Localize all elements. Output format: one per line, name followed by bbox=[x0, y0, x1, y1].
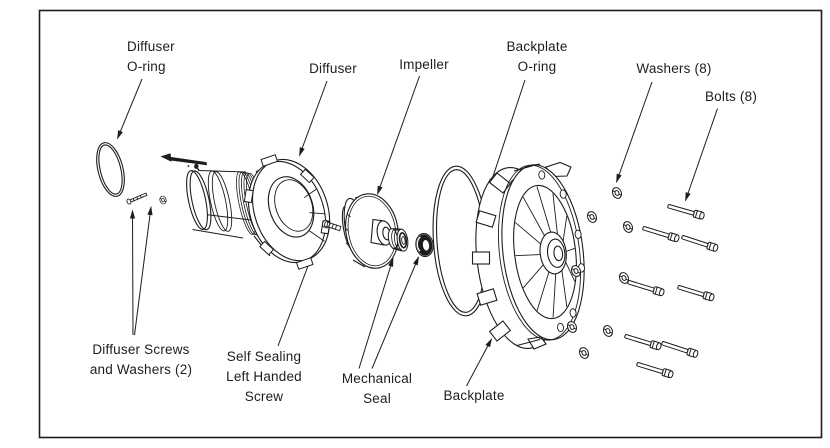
figure-border bbox=[38, 9, 823, 439]
leader-diffuser-oring bbox=[117, 78, 143, 140]
label-diffuser-screws: Diffuser Screws and Washers (2) bbox=[89, 342, 193, 377]
leader-mech-seal-seat bbox=[371, 256, 419, 369]
leader-washers bbox=[616, 81, 653, 183]
label-bolts: Bolts (8) bbox=[704, 89, 758, 104]
leader-diffuser-washer bbox=[134, 206, 153, 336]
label-backplate: Backplate bbox=[443, 388, 505, 403]
label-backplate-oring: Backplate O-ring bbox=[506, 39, 568, 74]
tiny-screw-part bbox=[187, 163, 202, 174]
impeller-part bbox=[341, 193, 399, 269]
leader-bolts bbox=[685, 108, 718, 202]
leader-impeller bbox=[377, 75, 420, 195]
backplate-part bbox=[471, 161, 585, 350]
mechanical-seal-part bbox=[387, 228, 434, 258]
label-self-sealing-screw: Self Sealing Left Handed Screw bbox=[226, 349, 302, 404]
leader-lines bbox=[117, 75, 718, 387]
label-impeller: Impeller bbox=[399, 57, 449, 72]
label-washers: Washers (8) bbox=[636, 61, 712, 76]
diffuser-screw-part bbox=[126, 192, 148, 205]
leader-diffuser-screw bbox=[129, 209, 136, 336]
leader-diffuser bbox=[299, 80, 328, 157]
self-sealing-screw-part bbox=[321, 219, 342, 232]
label-diffuser-oring: Diffuser O-ring bbox=[127, 39, 175, 74]
label-mechanical-seal: Mechanical Seal bbox=[341, 371, 413, 406]
diffuser-part bbox=[186, 154, 331, 270]
direction-arrow-icon bbox=[160, 153, 207, 166]
label-diffuser: Diffuser bbox=[309, 61, 357, 76]
leader-backplate bbox=[466, 338, 492, 387]
leader-mech-seal-spring bbox=[358, 257, 394, 369]
diffuser-oring-part bbox=[96, 142, 125, 197]
leader-backplate-oring bbox=[489, 79, 526, 188]
